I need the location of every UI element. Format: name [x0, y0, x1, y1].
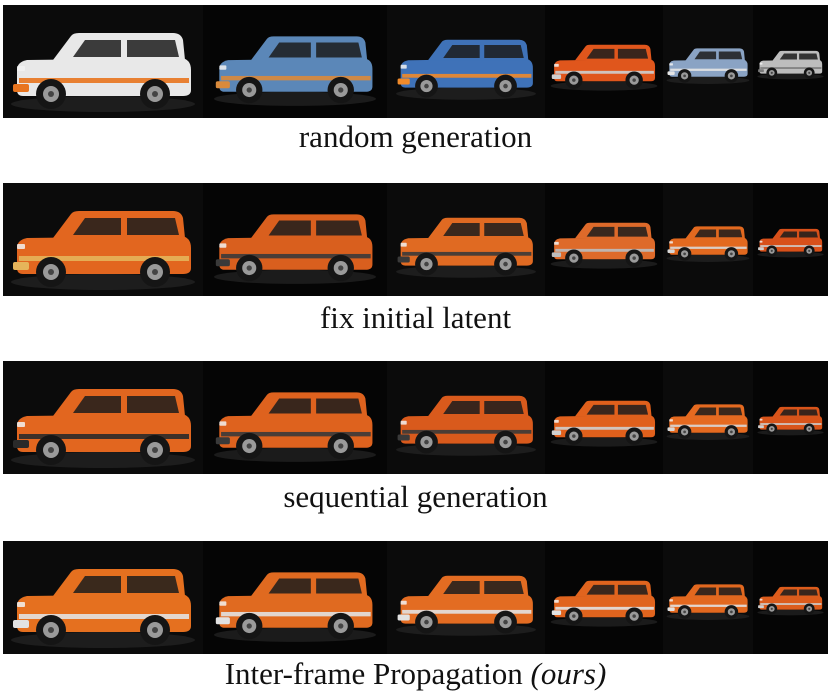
car-frames-image [3, 361, 828, 474]
car-frame [753, 361, 828, 474]
car-frame [663, 541, 753, 654]
car-frame [753, 5, 828, 118]
car-frame [545, 541, 663, 654]
strip-fix-initial-latent [3, 183, 828, 296]
car-frame [545, 183, 663, 296]
car-frame [753, 183, 828, 296]
car-frame [3, 5, 203, 118]
caption-random-generation: random generation [0, 119, 831, 155]
car-frame [203, 541, 387, 654]
caption-inter-frame-propagation: Inter-frame Propagation (ours) [0, 656, 831, 692]
car-frame [3, 361, 203, 474]
strip-random-generation [3, 5, 828, 118]
car-frame [203, 361, 387, 474]
car-frame [3, 541, 203, 654]
caption-ours-label: (ours) [530, 656, 607, 691]
caption-text: sequential generation [283, 479, 548, 514]
car-frame [545, 361, 663, 474]
car-frame [203, 183, 387, 296]
strip-sequential-generation [3, 361, 828, 474]
car-frames-image [3, 183, 828, 296]
caption-text: random generation [298, 119, 533, 154]
car-frames-image [3, 541, 828, 654]
car-frame [387, 541, 545, 654]
caption-text: Inter-frame Propagation [224, 656, 523, 691]
car-frame [545, 5, 663, 118]
car-frame [663, 183, 753, 296]
caption-fix-initial-latent: fix initial latent [0, 300, 831, 336]
car-frame [387, 5, 545, 118]
strip-inter-frame-propagation [3, 541, 828, 654]
car-frame [3, 183, 203, 296]
car-frames-image [3, 5, 828, 118]
car-frame [387, 361, 545, 474]
car-frame [663, 361, 753, 474]
car-frame [203, 5, 387, 118]
caption-sequential-generation: sequential generation [0, 479, 831, 515]
car-frame [663, 5, 753, 118]
car-frame [753, 541, 828, 654]
caption-text: fix initial latent [319, 300, 512, 335]
car-frame [387, 183, 545, 296]
